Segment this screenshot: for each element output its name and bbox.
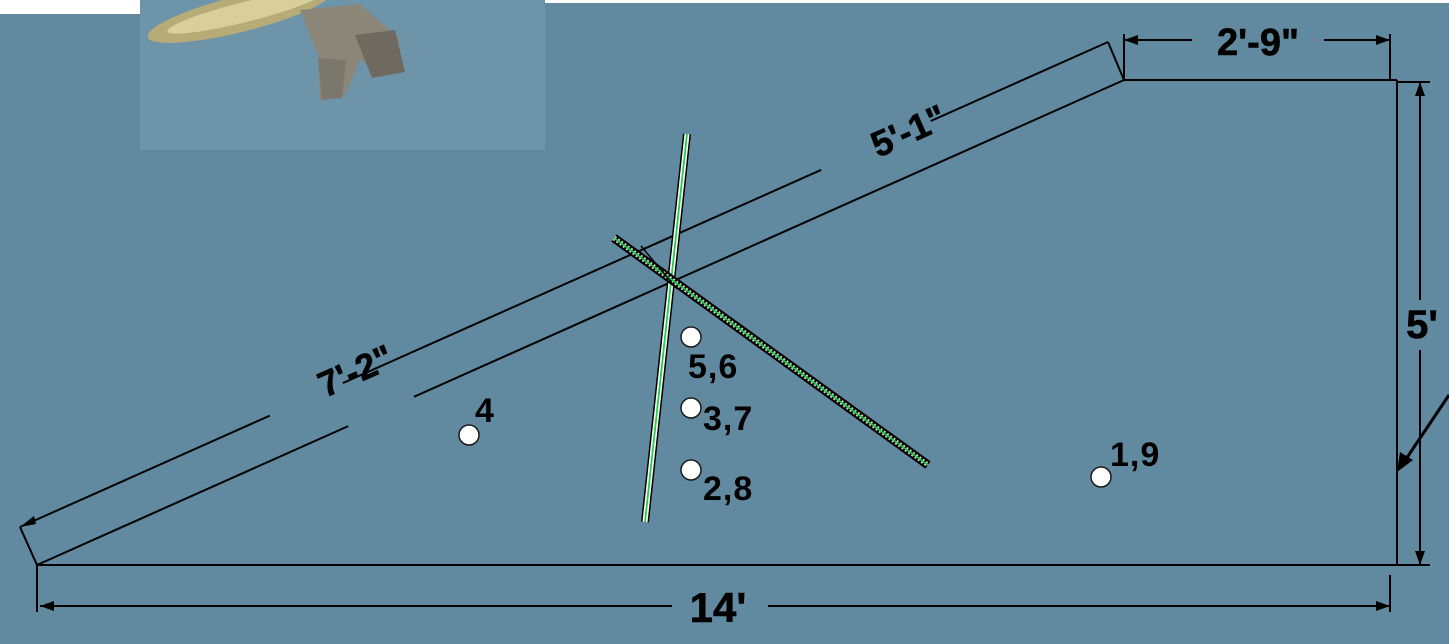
hole-4	[458, 424, 480, 446]
point-label-5-6: 5,6	[688, 348, 738, 386]
point-label-1-9: 1,9	[1110, 436, 1160, 474]
hole-1-9	[1090, 466, 1112, 488]
hole-2-8	[680, 459, 702, 481]
leading-edge-line	[36, 79, 1125, 566]
hole-5-6	[680, 326, 702, 348]
leading-edge-dim-extension-end	[1107, 41, 1125, 81]
tip-width-dimension	[1123, 34, 1391, 80]
point-label-4: 4	[475, 392, 495, 430]
top-white-strip-left	[0, 0, 140, 14]
leading-edge-arrow-start	[20, 516, 36, 527]
spar-junction-mark	[640, 245, 673, 284]
tip-width-label: 2'-9"	[1217, 22, 1299, 64]
point-label-2-8: 2,8	[703, 470, 753, 508]
point-label-3-7: 3,7	[703, 400, 753, 438]
aircraft-photo-icon	[140, 0, 545, 150]
bottom-width-dimension	[36, 565, 1391, 612]
top-white-strip-right	[545, 0, 1449, 3]
leading-edge-dim-extension-start	[19, 526, 38, 566]
pointer-arrow	[1397, 394, 1449, 472]
planform-outline	[36, 79, 1398, 566]
hole-3-7	[680, 397, 702, 419]
bottom-width-label: 14'	[690, 584, 747, 631]
spar-near-vertical	[641, 133, 691, 523]
height-label: 5'	[1406, 303, 1438, 347]
height-dimension	[1397, 81, 1430, 566]
